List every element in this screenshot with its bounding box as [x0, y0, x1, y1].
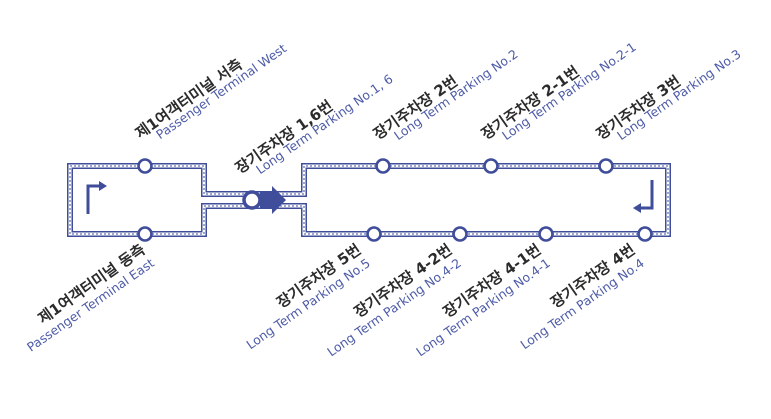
station-marker-t1-west[interactable]: [137, 158, 153, 174]
direction-arrow-icon: [260, 186, 286, 214]
svg-text:Long Term Parking No.3: Long Term Parking No.3: [614, 46, 743, 143]
station-marker-ltp-2[interactable]: [375, 158, 391, 174]
station-marker-ltp-5[interactable]: [366, 226, 382, 242]
station-marker-ltp-4-1[interactable]: [538, 226, 554, 242]
turn-arrow-icon: [86, 181, 107, 214]
station-marker-ltp-4[interactable]: [637, 226, 653, 242]
station-marker-t1-east[interactable]: [137, 226, 153, 242]
station-marker-ltp-2-1[interactable]: [483, 158, 499, 174]
svg-text:Long Term Parking No.1, 6: Long Term Parking No.1, 6: [253, 71, 396, 177]
station-marker-ltp-3[interactable]: [598, 158, 614, 174]
svg-text:Passenger Terminal West: Passenger Terminal West: [153, 41, 289, 143]
station-label-t1-east: 제1여객터미널 동측 Passenger Terminal East: [24, 240, 157, 354]
station-marker-ltp-4-2[interactable]: [452, 226, 468, 242]
station-marker-ltp-1-6[interactable]: [242, 190, 262, 210]
svg-text:제1여객터미널 서측: 제1여객터미널 서측: [132, 55, 246, 142]
svg-text:Passenger Terminal East: Passenger Terminal East: [24, 255, 157, 354]
route-track: [67, 163, 671, 237]
turn-arrow-icon: [633, 180, 654, 213]
station-label-t1-west: 제1여객터미널 서측 Passenger Terminal West: [132, 41, 289, 143]
